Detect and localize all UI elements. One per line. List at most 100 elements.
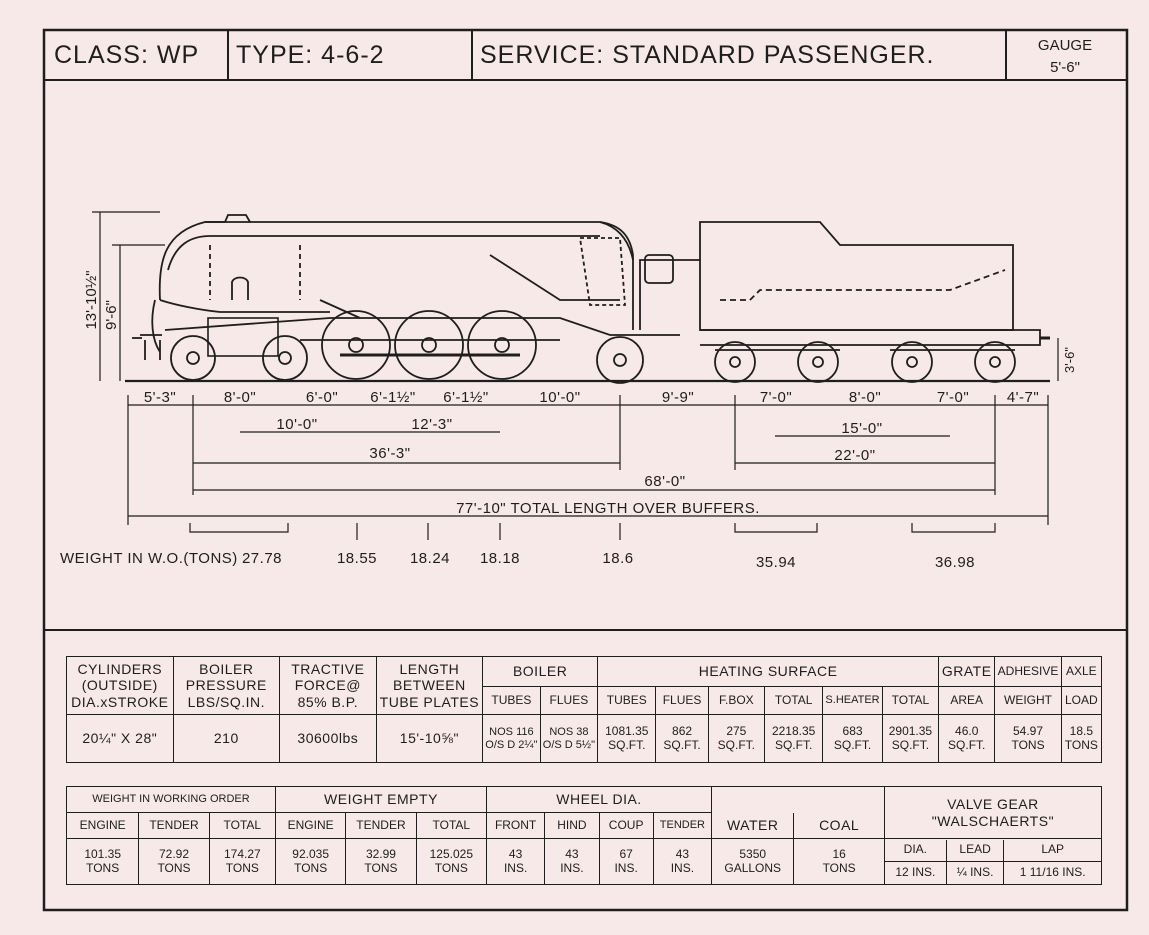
h-total: TOTAL bbox=[763, 686, 824, 715]
h-wheel-dia: WHEEL DIA. bbox=[485, 786, 713, 813]
class-label: CLASS: WP bbox=[54, 41, 199, 69]
v-tractive: 30600lbs bbox=[279, 714, 377, 763]
h-cylinders: CYLINDERS(OUTSIDE)DIA.xSTROKE bbox=[66, 656, 174, 715]
dim-15-0: 15'-0" bbox=[841, 420, 882, 437]
h-valve-gear: VALVE GEAR"WALSCHAERTS" bbox=[883, 786, 1103, 839]
h-coal: COAL bbox=[793, 812, 885, 839]
h-hs-tubes: TUBES bbox=[597, 686, 657, 715]
dim-8-0: 8'-0" bbox=[224, 389, 256, 406]
weight-35-94: 35.94 bbox=[756, 554, 796, 571]
h-weight-empty: WEIGHT EMPTY bbox=[274, 786, 487, 813]
v-length: 15'-10⅝" bbox=[375, 714, 484, 763]
h-lap: LAP bbox=[1003, 839, 1101, 862]
dim-10-0: 10'-0" bbox=[539, 389, 580, 406]
dim-22-0: 22'-0" bbox=[834, 447, 875, 464]
weight-18-24: 18.24 bbox=[410, 550, 450, 567]
spec-table-weights: WEIGHT IN WORKING ORDER WEIGHT EMPTY WHE… bbox=[65, 786, 1103, 885]
type-label: TYPE: 4-6-2 bbox=[236, 41, 385, 69]
h-boiler: BOILER bbox=[482, 656, 599, 687]
height-dimensions bbox=[92, 211, 1059, 381]
h-dia: DIA. bbox=[884, 839, 947, 862]
h-fbox: F.BOX bbox=[707, 686, 765, 715]
dim-10-0-b: 10'-0" bbox=[276, 416, 317, 433]
overall-height: 13'-10½" bbox=[83, 270, 100, 329]
h-total2: TOTAL bbox=[881, 686, 940, 715]
dim-6-1-half-b: 6'-1½" bbox=[443, 389, 488, 406]
weight-36-98: 36.98 bbox=[935, 554, 975, 571]
dim-68-0: 68'-0" bbox=[644, 473, 685, 490]
dim-total-length: 77'-10" TOTAL LENGTH OVER BUFFERS. bbox=[456, 500, 760, 517]
valve-gear-values: DIA. LEAD LAP 12 INS. ¼ INS. 1 11/16 INS… bbox=[883, 838, 1103, 885]
v-lead: ¼ INS. bbox=[946, 861, 1005, 884]
weight-18-55: 18.55 bbox=[337, 550, 377, 567]
h-adhesive-weight: WEIGHT bbox=[994, 686, 1062, 715]
gauge-label: GAUGE bbox=[1038, 37, 1092, 54]
weight-27-78: 27.78 bbox=[242, 550, 282, 567]
h-heating-surface: HEATING SURFACE bbox=[597, 656, 940, 687]
dim-12-3: 12'-3" bbox=[411, 416, 452, 433]
h-front: FRONT bbox=[485, 812, 546, 839]
h-weight-wo: WEIGHT IN WORKING ORDER bbox=[66, 786, 276, 813]
h-tender2: TENDER bbox=[345, 812, 417, 839]
v-lap: 1 11/16 INS. bbox=[1019, 864, 1086, 879]
h-hind: HIND bbox=[544, 812, 600, 839]
v-cylinders: 20¼" X 28" bbox=[66, 714, 174, 763]
h-sheater: S.HEATER bbox=[822, 686, 883, 715]
dim-4-7: 4'-7" bbox=[1007, 389, 1039, 406]
h-wheel-tender: TENDER bbox=[652, 812, 713, 839]
h-axle-load: LOAD bbox=[1060, 686, 1103, 715]
h-grate: GRATE bbox=[938, 656, 996, 687]
h-hs-flues: FLUES bbox=[655, 686, 709, 715]
dim-9-9: 9'-9" bbox=[662, 389, 694, 406]
dim-5-3: 5'-3" bbox=[144, 389, 176, 406]
h-tubes: TUBES bbox=[482, 686, 541, 715]
v-dia: 12 INS. bbox=[884, 861, 947, 884]
weight-markers bbox=[189, 523, 996, 540]
service-label: SERVICE: STANDARD PASSENGER. bbox=[480, 41, 935, 69]
weight-label: WEIGHT IN W.O.(TONS) bbox=[60, 550, 238, 567]
h-total2: TOTAL bbox=[415, 812, 487, 839]
dim-7-0-a: 7'-0" bbox=[760, 389, 792, 406]
dim-6-0: 6'-0" bbox=[306, 389, 338, 406]
h-adhesive: ADHESIVE bbox=[994, 656, 1062, 687]
h-engine2: ENGINE bbox=[274, 812, 347, 839]
h-flues: FLUES bbox=[539, 686, 599, 715]
weight-18-6: 18.6 bbox=[602, 550, 633, 567]
h-coup: COUP bbox=[598, 812, 654, 839]
buffer-height: 3'-6" bbox=[1062, 347, 1077, 373]
weight-18-18: 18.18 bbox=[480, 550, 520, 567]
h-tender: TENDER bbox=[138, 812, 210, 839]
dim-6-1-half-a: 6'-1½" bbox=[370, 389, 415, 406]
h-grate-area: AREA bbox=[938, 686, 996, 715]
locomotive-outline bbox=[125, 214, 1050, 384]
dim-8-0-tender: 8'-0" bbox=[849, 389, 881, 406]
length-dimension-lines bbox=[127, 395, 1049, 525]
h-total: TOTAL bbox=[208, 812, 276, 839]
